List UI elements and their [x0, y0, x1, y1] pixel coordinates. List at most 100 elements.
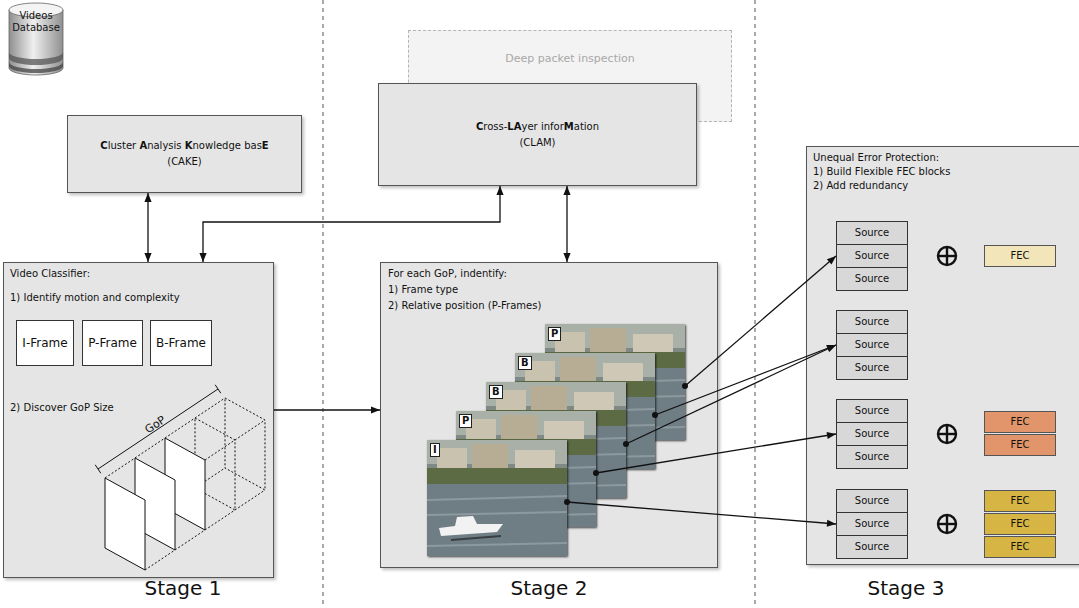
node-text: Source [855, 428, 889, 440]
arrow-head [827, 432, 836, 439]
connector-line [685, 256, 836, 386]
arrow-head [827, 520, 836, 527]
source-packet: Source [836, 333, 908, 357]
node-text: FEC [1010, 250, 1029, 262]
connector-arrow [593, 432, 836, 476]
node-text: 2) Relative position (P-Frames) [388, 300, 541, 312]
node-text: 2) Add redundancy [813, 180, 908, 192]
xor-symbol [938, 515, 956, 533]
start-dot [623, 441, 629, 447]
xor-symbol [938, 247, 956, 265]
frame-type-label: P [548, 327, 561, 341]
fec-packet: FEC [984, 490, 1056, 512]
connector-arrow [652, 345, 836, 418]
node-text: Source [855, 227, 889, 239]
node-text: FEC [1010, 416, 1029, 428]
connector-arrow [682, 256, 836, 389]
fec-packet: FEC [984, 536, 1056, 558]
node-text: Deep packet inspection [409, 53, 731, 65]
node-text: Source [855, 451, 889, 463]
arrow-head [496, 186, 503, 195]
stage-label: Stage 1 [145, 576, 222, 600]
connector-arrow [564, 499, 836, 527]
video-frame: I [427, 440, 567, 556]
connector-arrow [199, 186, 503, 262]
node-text: 2) Discover GoP Size [10, 402, 114, 414]
frame-type-label: B [518, 356, 532, 370]
connector-line [626, 345, 836, 444]
node-text: Unequal Error Protection: [813, 152, 939, 164]
arrow-head [563, 253, 570, 262]
node-text: Source [855, 495, 889, 507]
arrow-head [144, 193, 151, 202]
frame-picture [427, 440, 567, 556]
connector-line [596, 434, 836, 473]
frame-type-label: I [430, 443, 440, 457]
arrow-head [371, 406, 380, 413]
node-text: FEC [1010, 495, 1029, 507]
connector-line [567, 502, 836, 524]
frame-type-box: B-Frame [150, 320, 212, 366]
node-text: 1) Identify motion and complexity [10, 292, 180, 304]
connector-arrow [623, 345, 836, 447]
xor-symbol [938, 425, 956, 443]
gop-drawing [95, 385, 265, 570]
arrow-head [144, 253, 151, 262]
node-text: Source [855, 518, 889, 530]
node-text: B-Frame [156, 336, 206, 350]
source-packet: Source [836, 489, 908, 513]
start-dot [652, 412, 658, 418]
connector-line [147, 193, 148, 262]
source-packet: Source [836, 244, 908, 268]
connector-arrow [274, 406, 380, 413]
connector-arrow [563, 186, 570, 262]
start-dot [682, 383, 688, 389]
node-text: Source [855, 362, 889, 374]
source-packet: Source [836, 512, 908, 536]
connector-line [274, 409, 380, 410]
node-text: Source [855, 405, 889, 417]
arrow-head [826, 345, 836, 352]
node-text: Cross-LAyer inforMation [476, 121, 599, 133]
arrow-head [199, 253, 206, 262]
node-text: FEC [1010, 541, 1029, 553]
start-dot [593, 470, 599, 476]
node-text: Source [855, 273, 889, 285]
node-text: 1) Frame type [388, 284, 458, 296]
arrow-head [827, 256, 836, 265]
stage-label: Stage 3 [868, 576, 945, 600]
connector-line [566, 186, 567, 262]
start-dot [564, 499, 570, 505]
arrow-head [826, 345, 836, 352]
source-packet: Source [836, 399, 908, 423]
node-text: Source [855, 541, 889, 553]
node-text: (CLAM) [519, 137, 555, 149]
node-text: FEC [1010, 518, 1029, 530]
node-text: Source [855, 339, 889, 351]
node-text: Source [855, 250, 889, 262]
knowledge-base-box: Cluster Analysis Knowledge basE(CAKE) [67, 115, 302, 193]
arrow-head [563, 186, 570, 195]
node-text: Videos Database [8, 10, 64, 34]
frame-type-box: I-Frame [16, 320, 74, 366]
node-text: 1) Build Flexible FEC blocks [813, 166, 950, 178]
source-packet: Source [836, 445, 908, 469]
node-text: Cluster Analysis Knowledge basE [100, 140, 268, 152]
node-text: FEC [1010, 439, 1029, 451]
source-packet: Source [836, 356, 908, 380]
gop-analysis-panel: For each GoP, indentify:1) Frame type2) … [380, 262, 718, 568]
source-packet: Source [836, 310, 908, 334]
fec-packet: FEC [984, 434, 1056, 456]
divider-line [323, 0, 324, 608]
fec-packet: FEC [984, 411, 1056, 433]
frame-type-label: P [459, 414, 472, 428]
source-packet: Source [836, 535, 908, 559]
uep-panel: Unequal Error Protection: 1) Build Flexib… [806, 146, 1079, 565]
database-cylinder: Videos Database [8, 2, 64, 76]
source-packet: Source [836, 422, 908, 446]
cross-layer-box: Cross-LAyer inforMation (CLAM) [378, 83, 697, 186]
fec-packet: FEC [984, 513, 1056, 535]
node-text: Source [855, 316, 889, 328]
connector-line [203, 186, 500, 262]
fec-packet: FEC [984, 245, 1056, 267]
